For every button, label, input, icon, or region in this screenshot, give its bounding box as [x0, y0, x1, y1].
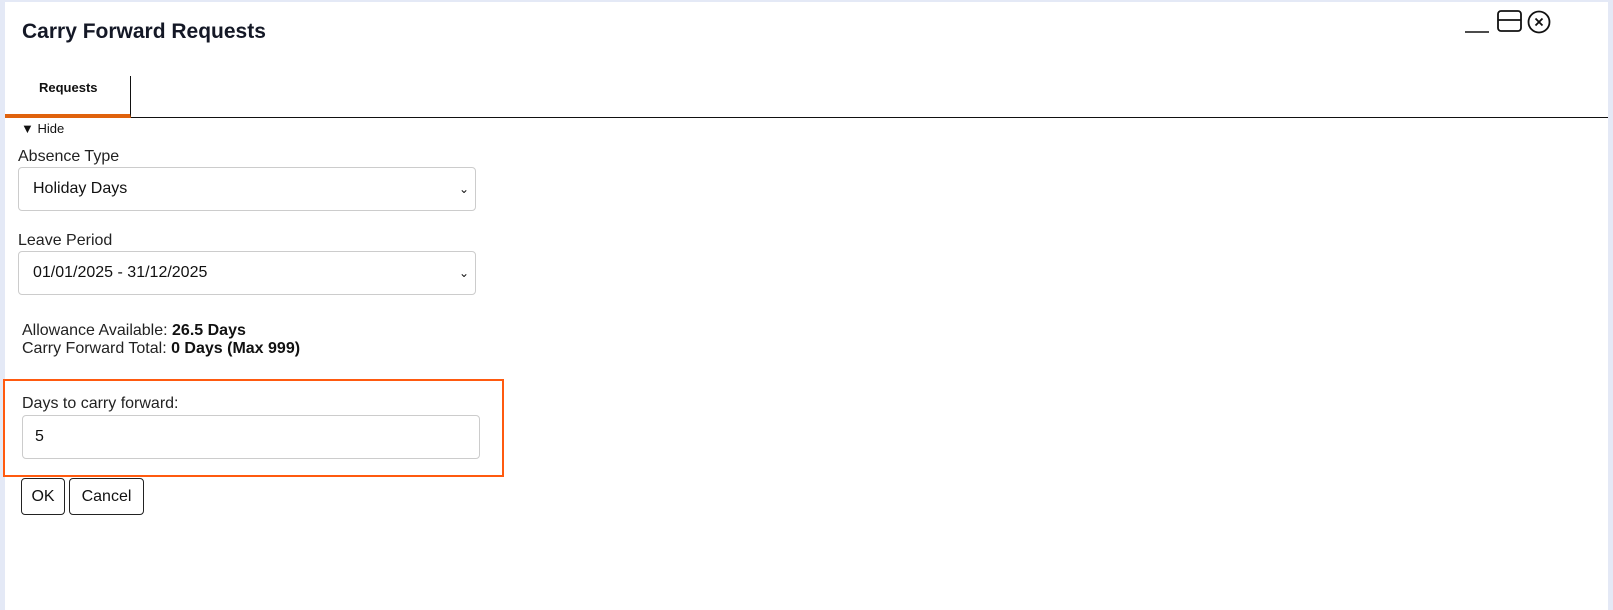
- absence-type-value: Holiday Days: [33, 180, 128, 197]
- tab-label: Requests: [39, 80, 98, 95]
- absence-type-label: Absence Type: [18, 148, 120, 165]
- tab-requests[interactable]: Requests: [5, 76, 131, 118]
- dialog-window: Carry Forward Requests Requests ▼ Hide A…: [3, 2, 1608, 610]
- restore-icon[interactable]: [1495, 10, 1525, 36]
- minimize-icon[interactable]: [1463, 10, 1491, 36]
- triangle-down-icon: ▼: [21, 121, 34, 136]
- carry-total-value: 0 Days (Max 999): [171, 340, 301, 357]
- allowance-value: 26.5 Days: [172, 322, 246, 339]
- leave-period-value: 01/01/2025 - 31/12/2025: [33, 264, 208, 281]
- highlight-box: [3, 379, 504, 477]
- days-input[interactable]: 5: [22, 415, 480, 459]
- window-controls: [1463, 10, 1553, 36]
- cancel-button[interactable]: Cancel: [69, 478, 144, 515]
- hide-label: Hide: [37, 121, 65, 136]
- allowance-label: Allowance Available:: [22, 322, 173, 339]
- close-icon[interactable]: [1525, 10, 1553, 36]
- dialog-title: Carry Forward Requests: [22, 20, 266, 43]
- absence-type-select[interactable]: Holiday Days ⌄: [18, 167, 476, 211]
- carry-total-label: Carry Forward Total:: [22, 340, 172, 357]
- tab-bar: Requests: [5, 76, 1608, 118]
- leave-period-select[interactable]: 01/01/2025 - 31/12/2025 ⌄: [18, 251, 476, 295]
- leave-period-label: Leave Period: [18, 232, 113, 249]
- chevron-down-icon: ⌄: [458, 266, 469, 280]
- hide-toggle[interactable]: ▼ Hide: [21, 121, 64, 136]
- days-label: Days to carry forward:: [22, 395, 179, 412]
- ok-button[interactable]: OK: [21, 478, 65, 515]
- chevron-down-icon: ⌄: [458, 182, 469, 196]
- allowance-info: Allowance Available: 26.5 Days Carry For…: [22, 322, 300, 358]
